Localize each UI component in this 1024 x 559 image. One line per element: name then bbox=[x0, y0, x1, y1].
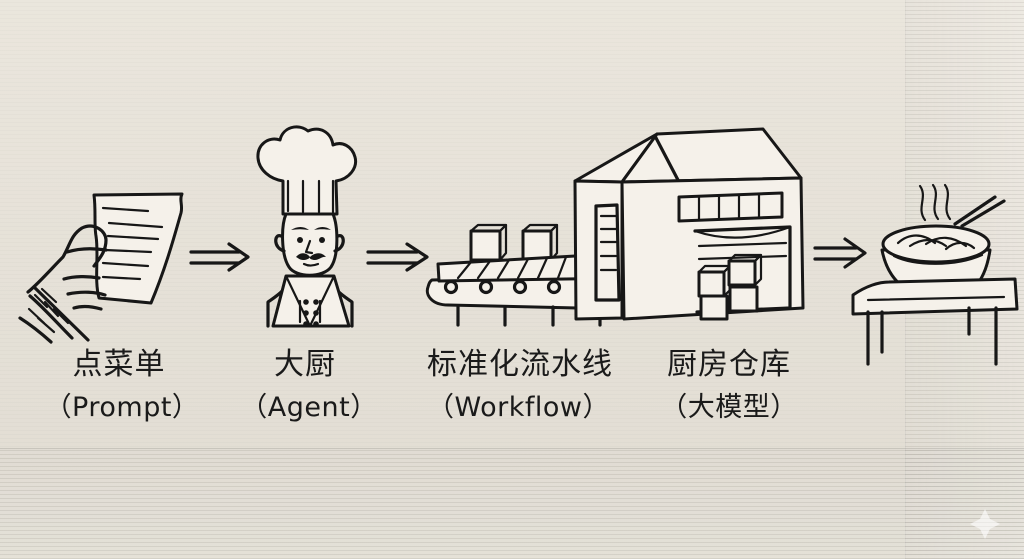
workflow-title: 标准化流水线 bbox=[427, 347, 613, 382]
llm-title: 厨房仓库 bbox=[667, 347, 791, 382]
prompt-subtitle: （Prompt） bbox=[44, 392, 200, 423]
arrow-workflow-to-result bbox=[813, 237, 867, 269]
sparkle-icon bbox=[970, 509, 1000, 539]
prompt-title: 点菜单 bbox=[72, 347, 166, 382]
order-ticket-hand-illustration bbox=[18, 192, 184, 344]
agent-subtitle: （Agent） bbox=[240, 392, 378, 423]
agent-title: 大厨 bbox=[274, 347, 336, 382]
arrow-prompt-to-agent bbox=[189, 242, 250, 272]
llm-subtitle: （大模型） bbox=[660, 392, 798, 423]
napkin-bottom-fold bbox=[0, 448, 1024, 559]
chef-agent-illustration bbox=[256, 125, 358, 328]
workflow-subtitle: （Workflow） bbox=[427, 392, 610, 423]
noodle-bowl-illustration bbox=[851, 183, 1019, 366]
arrow-agent-to-workflow bbox=[366, 242, 429, 272]
kitchen-warehouse-illustration bbox=[573, 127, 805, 321]
